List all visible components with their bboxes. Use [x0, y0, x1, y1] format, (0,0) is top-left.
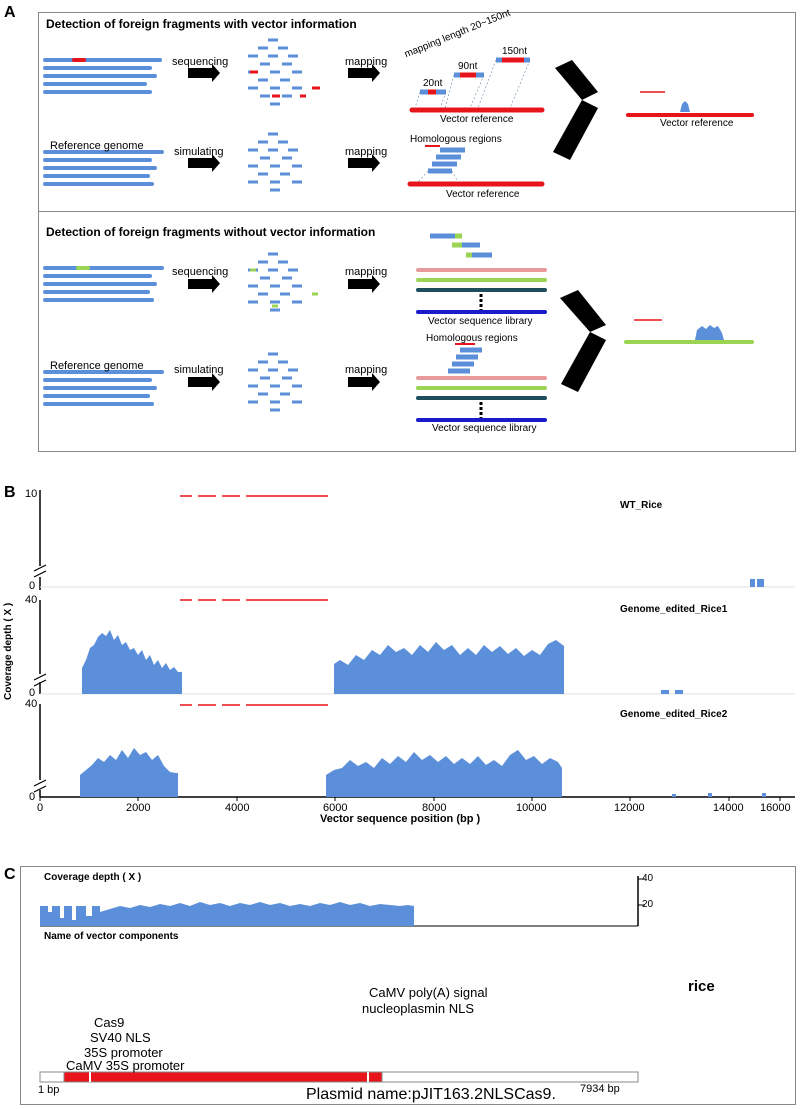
mapping-illustration-1	[407, 57, 545, 187]
rice2-coverage-area-2	[326, 750, 562, 797]
rice2-coverage-area	[80, 748, 178, 797]
panel-c-letter: C	[4, 866, 16, 883]
track-name-wt: WT_Rice	[620, 500, 663, 511]
mapping-label-4: mapping	[345, 364, 388, 376]
genome-reads-3	[43, 266, 164, 302]
track-name-rice1: Genome_edited_Rice1	[620, 604, 728, 615]
species-label: rice	[688, 978, 715, 995]
panel-a-letter: A	[4, 4, 16, 21]
bottom-box-title: Detection of foreign fragments without v…	[46, 225, 376, 239]
len20-label: 20nt	[423, 78, 443, 89]
sequencing-label-2: sequencing	[172, 266, 229, 278]
simulating-label-1: simulating	[174, 146, 224, 158]
mapping-illustration-2	[416, 233, 547, 422]
panel-b-graphics	[33, 490, 795, 801]
component-nucleoplasmin-nls: nucleoplasmin NLS	[362, 1001, 475, 1016]
panel-a-bottom-box	[38, 211, 796, 452]
component-cas9: Cas9	[94, 1015, 125, 1030]
genome-reads-2	[43, 150, 164, 186]
vector-reference-label-1: Vector reference	[440, 114, 514, 125]
component-35s-promoter: 35S promoter	[84, 1045, 163, 1060]
vector-reference-label-2: Vector reference	[446, 189, 520, 200]
components-label: Name of vector components	[44, 931, 179, 942]
vector-library-label-1: Vector sequence library	[428, 316, 533, 327]
homologous-regions-label-1: Homologous regions	[410, 134, 502, 145]
reference-genome-label-1: Reference genome	[50, 140, 144, 152]
rice1-ymax-label: 40	[25, 594, 38, 606]
xtick-0: 0	[37, 802, 44, 814]
vector-library-label-2: Vector sequence library	[432, 423, 537, 434]
len90-label: 90nt	[458, 61, 478, 72]
mapping-label-3: mapping	[345, 266, 388, 278]
panel-c-box	[20, 866, 796, 1105]
rice1-ymin-label: 0	[29, 687, 36, 699]
plasmid-tick-20: 20	[642, 899, 654, 910]
rice2-ymin-label: 0	[29, 791, 36, 803]
panel-a-graphics	[43, 38, 754, 422]
rice2-ymax-label: 40	[25, 698, 38, 710]
genome-reads-4	[43, 370, 164, 406]
genome-reads-1	[43, 58, 162, 94]
plasmid-tick-40: 40	[642, 873, 654, 884]
xtick-16000: 16000	[760, 802, 791, 814]
component-sv40-nls: SV40 NLS	[90, 1030, 151, 1045]
component-camv-polya: CaMV poly(A) signal	[369, 985, 488, 1000]
wt-ymin-label: 0	[29, 580, 36, 592]
component-camv-35s-promoter: CaMV 35S promoter	[66, 1058, 185, 1073]
xtick-10000: 10000	[516, 802, 547, 814]
mapping-label-2: mapping	[345, 146, 388, 158]
xtick-8000: 8000	[422, 802, 447, 814]
rice1-coverage-area	[82, 630, 182, 694]
rice1-coverage-area-2	[334, 640, 564, 694]
read-clusters	[248, 38, 302, 412]
start-bp-label: 1 bp	[38, 1084, 60, 1096]
end-bp-label: 7934 bp	[580, 1083, 620, 1095]
plasmid-coverage-label: Coverage depth ( X )	[44, 872, 142, 883]
wt-ymax-label: 10	[25, 488, 38, 500]
process-arrows	[188, 60, 606, 392]
xtick-4000: 4000	[225, 802, 250, 814]
xtick-14000: 14000	[713, 802, 744, 814]
top-box-title: Detection of foreign fragments with vect…	[46, 17, 357, 31]
xtick-2000: 2000	[126, 802, 151, 814]
vector-reference-result-label: Vector reference	[660, 118, 734, 129]
simulating-label-2: simulating	[174, 364, 224, 376]
panel-b-xlabel: Vector sequence position (bp )	[320, 813, 481, 825]
track-name-rice2: Genome_edited_Rice2	[620, 709, 728, 720]
panel-b-letter: B	[4, 484, 16, 501]
len150-label: 150nt	[502, 46, 528, 57]
reference-genome-label-2: Reference genome	[50, 360, 144, 372]
mapping-label-1: mapping	[345, 56, 388, 68]
plasmid-name-label: Plasmid name:pJIT163.2NLSCas9.	[306, 1086, 556, 1103]
plasmid-coverage-area	[40, 902, 414, 926]
sequencing-label-1: sequencing	[172, 56, 229, 68]
xtick-12000: 12000	[614, 802, 645, 814]
xtick-6000: 6000	[323, 802, 348, 814]
homologous-regions-label-2: Homologous regions	[426, 333, 518, 344]
